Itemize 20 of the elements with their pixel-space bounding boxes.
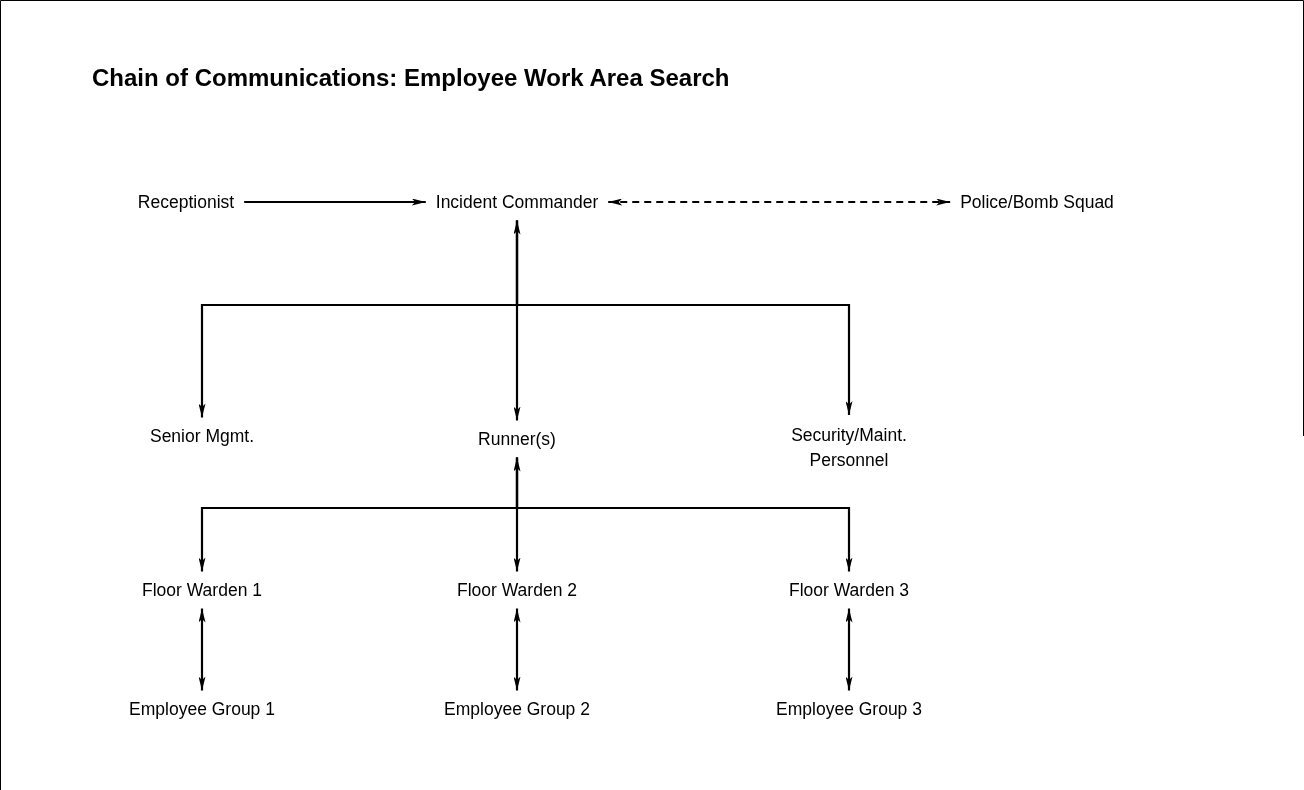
arrow — [515, 457, 853, 572]
diagram-title: Chain of Communications: Employee Work Area Search — [92, 64, 730, 92]
node-label: Floor Warden 1 — [138, 577, 266, 603]
node-label: Incident Commander — [431, 189, 603, 215]
arrow — [513, 608, 521, 691]
arrow — [198, 608, 206, 691]
node-label: Employee Group 1 — [125, 696, 279, 722]
node-label: Runner(s) — [474, 426, 560, 452]
arrow — [608, 198, 951, 206]
node-label: Senior Mgmt. — [145, 423, 259, 449]
node-label: Security/Maint. Personnel — [770, 421, 928, 475]
node-label: Floor Warden 3 — [785, 577, 913, 603]
arrow — [845, 608, 853, 691]
node-label: Police/Bomb Squad — [956, 189, 1118, 215]
node-label: Receptionist — [133, 189, 239, 215]
arrow — [515, 220, 853, 415]
node-label: Floor Warden 2 — [453, 577, 581, 603]
node-label: Employee Group 2 — [440, 696, 594, 722]
arrow — [244, 198, 426, 206]
node-label: Employee Group 3 — [772, 696, 926, 722]
